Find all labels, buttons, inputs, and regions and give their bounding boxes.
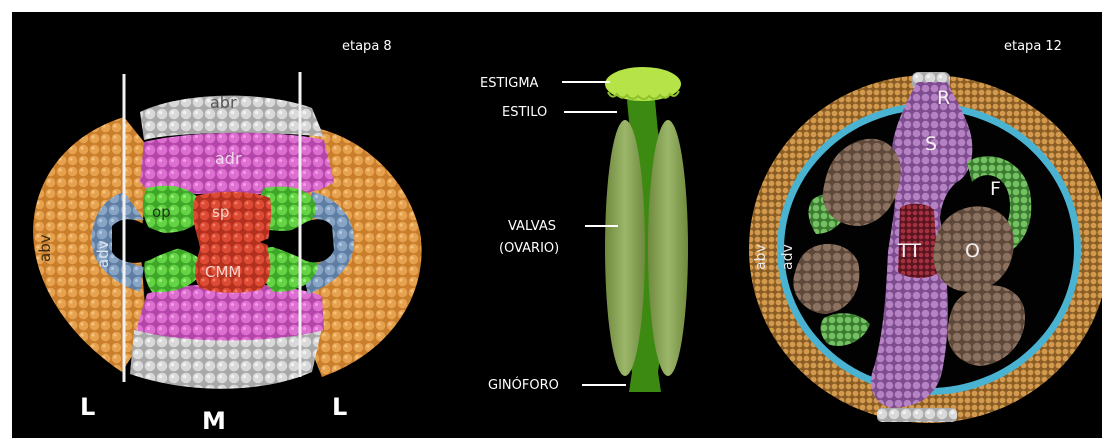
stage12-label: etapa 12 [1004, 39, 1062, 54]
label-valvas: VALVAS [508, 219, 556, 234]
label-estigma: ESTIGMA [480, 76, 539, 91]
zone-l-left: L [80, 393, 95, 421]
pistil-diagram: ESTIGMA ESTILO VALVAS (OVARIO) GINÓFORO [480, 67, 688, 393]
figure-frame: etapa 8 abr adr op sp CMM abv adv L M L … [12, 12, 1102, 438]
stage8-gynoecium-diagram: etapa 8 abr adr op sp CMM abv adv L M L [33, 39, 421, 435]
zone-l-right: L [332, 393, 347, 421]
stage12-cross-section: etapa 12 R S F TT O abv adv [749, 39, 1102, 423]
label-op: op [152, 203, 171, 221]
label-cmm: CMM [205, 263, 241, 281]
label-adv-right: adv [780, 244, 796, 270]
label-sp: sp [212, 203, 229, 221]
label-ginoforo: GINÓFORO [488, 377, 559, 393]
zone-m: M [202, 407, 226, 435]
label-ovario: (OVARIO) [499, 241, 559, 256]
label-r: R [937, 87, 950, 109]
figure-canvas: etapa 8 abr adr op sp CMM abv adv L M L … [12, 12, 1102, 438]
valve-right [648, 120, 688, 376]
label-f: F [990, 178, 1001, 200]
label-estilo: ESTILO [502, 105, 547, 120]
stage8-label: etapa 8 [342, 39, 392, 54]
valve-left [605, 120, 645, 376]
label-o: O [965, 240, 980, 262]
label-abv-right: abv [753, 244, 769, 270]
label-tt: TT [897, 240, 921, 262]
label-abr: abr [210, 93, 237, 112]
label-adr: adr [215, 149, 242, 168]
label-adv-left: adv [94, 240, 112, 268]
replum-bottom-cells [877, 408, 957, 422]
label-abv-left: abv [36, 234, 54, 262]
label-s: S [925, 133, 937, 155]
